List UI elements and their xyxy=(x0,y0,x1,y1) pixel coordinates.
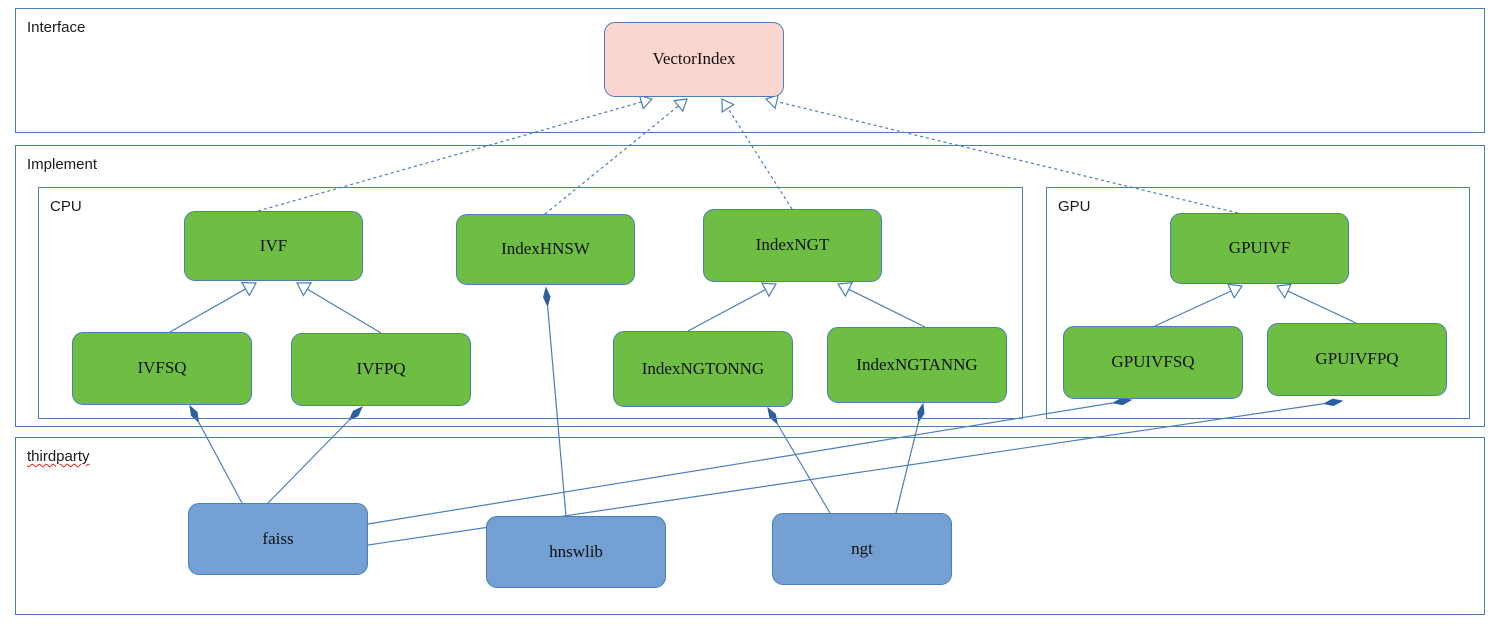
class-node-label: IVFPQ xyxy=(356,359,406,379)
package-label-cpu: CPU xyxy=(50,198,82,215)
class-node-label: faiss xyxy=(262,528,294,548)
class-node-hnswlib[interactable]: hnswlib xyxy=(486,516,666,588)
package-label-interface: Interface xyxy=(27,19,86,36)
class-node-ivf[interactable]: IVF xyxy=(184,211,363,281)
class-node-label: IndexNGTONNG xyxy=(641,358,765,378)
class-node-label: VectorIndex xyxy=(652,49,736,69)
class-node-ngt[interactable]: ngt xyxy=(772,513,952,585)
class-node-label: IndexNGTANNG xyxy=(856,354,978,374)
class-node-indexhnsw[interactable]: IndexHNSW xyxy=(456,214,635,285)
class-node-label: GPUIVFSQ xyxy=(1111,352,1195,372)
class-node-faiss[interactable]: faiss xyxy=(188,503,368,575)
class-node-indexngtanng[interactable]: IndexNGTANNG xyxy=(827,327,1007,403)
class-node-label: IVFSQ xyxy=(137,358,187,378)
class-node-gpuivfpq[interactable]: GPUIVFPQ xyxy=(1267,323,1447,396)
class-node-label: IndexNGT xyxy=(755,235,830,255)
class-node-label: ngt xyxy=(851,538,873,558)
class-node-label: hnswlib xyxy=(549,541,603,561)
class-node-label: IndexHNSW xyxy=(501,239,590,259)
package-label-thirdparty: thirdparty xyxy=(27,448,90,465)
class-node-label: IVF xyxy=(259,235,288,255)
class-node-gpuivfsq[interactable]: GPUIVFSQ xyxy=(1063,326,1243,399)
class-node-ivfpq[interactable]: IVFPQ xyxy=(291,333,471,406)
package-label-implement: Implement xyxy=(27,156,98,173)
class-node-ivfsq[interactable]: IVFSQ xyxy=(72,332,252,405)
class-node-gpuivf[interactable]: GPUIVF xyxy=(1170,213,1349,284)
class-node-label: GPUIVF xyxy=(1228,238,1291,258)
class-node-indexngt[interactable]: IndexNGT xyxy=(703,209,882,282)
package-label-gpu: GPU xyxy=(1058,198,1091,215)
class-node-indexngtonng[interactable]: IndexNGTONNG xyxy=(613,331,793,407)
class-node-vectorindex[interactable]: VectorIndex xyxy=(604,22,784,97)
class-node-label: GPUIVFPQ xyxy=(1315,349,1399,369)
